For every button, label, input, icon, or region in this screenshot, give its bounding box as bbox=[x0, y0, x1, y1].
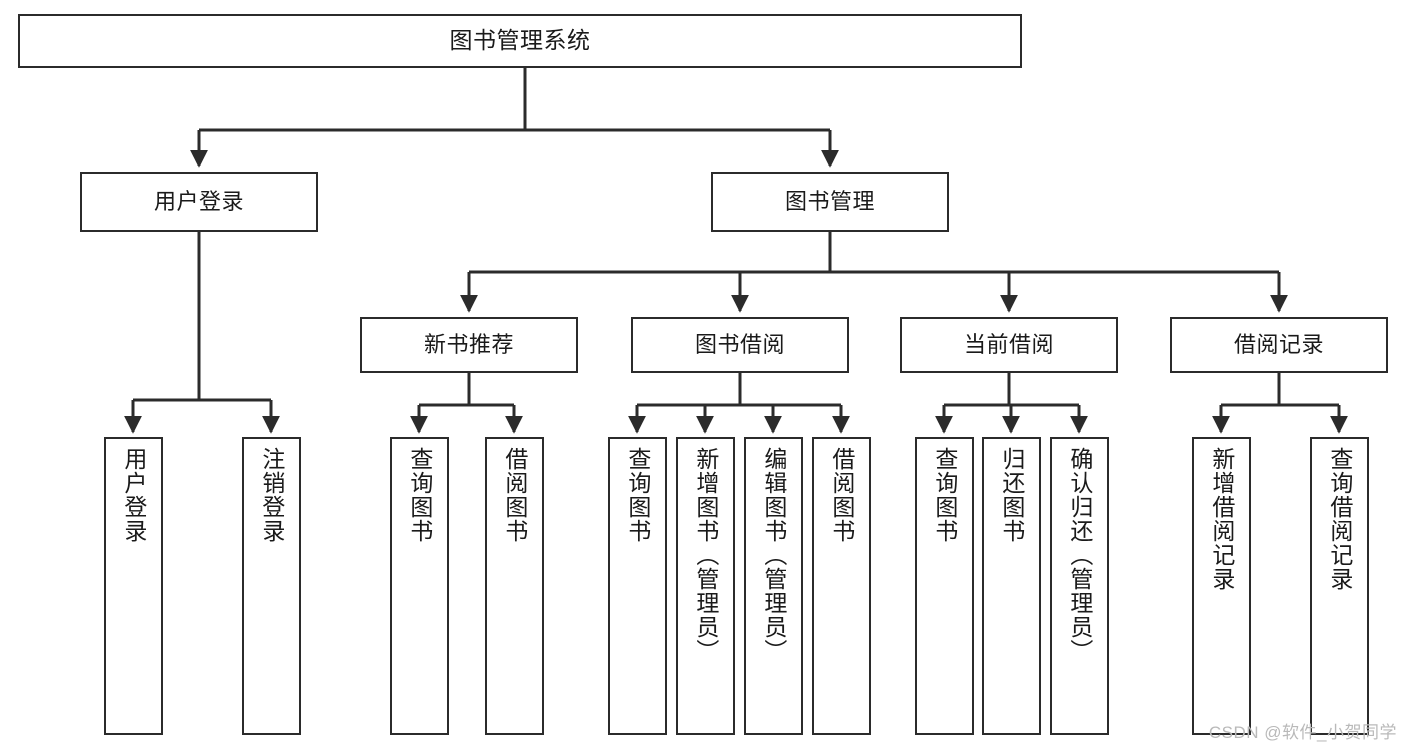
leaf-add-book-admin[interactable]: 新增图书（管理员） bbox=[676, 437, 735, 735]
node-user-login[interactable]: 用户登录 bbox=[80, 172, 318, 232]
node-book-borrow[interactable]: 图书借阅 bbox=[631, 317, 849, 373]
node-label: 确认归还（管理员） bbox=[1066, 447, 1093, 663]
node-label: 用户登录 bbox=[153, 188, 244, 214]
node-borrow-record[interactable]: 借阅记录 bbox=[1170, 317, 1388, 373]
node-label: 图书管理 bbox=[784, 188, 875, 214]
node-label: 图书借阅 bbox=[694, 331, 785, 357]
leaf-confirm-return-admin[interactable]: 确认归还（管理员） bbox=[1050, 437, 1109, 735]
node-label: 借阅图书 bbox=[501, 447, 528, 543]
leaf-query-book-recommend[interactable]: 查询图书 bbox=[390, 437, 449, 735]
node-label: 用户登录 bbox=[120, 447, 147, 543]
leaf-borrow-book[interactable]: 借阅图书 bbox=[812, 437, 871, 735]
node-label: 归还图书 bbox=[998, 447, 1025, 543]
node-label: 查询图书 bbox=[931, 447, 958, 543]
node-root-book-management-system[interactable]: 图书管理系统 bbox=[18, 14, 1022, 68]
leaf-query-borrow-record[interactable]: 查询借阅记录 bbox=[1310, 437, 1369, 735]
node-label: 查询借阅记录 bbox=[1326, 447, 1353, 591]
leaf-edit-book-admin[interactable]: 编辑图书（管理员） bbox=[744, 437, 803, 735]
node-label: 查询图书 bbox=[406, 447, 433, 543]
leaf-return-book[interactable]: 归还图书 bbox=[982, 437, 1041, 735]
node-label: 编辑图书（管理员） bbox=[760, 447, 787, 663]
leaf-query-book-borrow[interactable]: 查询图书 bbox=[608, 437, 667, 735]
leaf-add-borrow-record[interactable]: 新增借阅记录 bbox=[1192, 437, 1251, 735]
node-book-management[interactable]: 图书管理 bbox=[711, 172, 949, 232]
leaf-user-login[interactable]: 用户登录 bbox=[104, 437, 163, 735]
node-label: 新增借阅记录 bbox=[1208, 447, 1235, 591]
node-label: 新书推荐 bbox=[423, 331, 514, 357]
node-label: 借阅记录 bbox=[1233, 331, 1324, 357]
node-label: 查询图书 bbox=[624, 447, 651, 543]
leaf-user-logout[interactable]: 注销登录 bbox=[242, 437, 301, 735]
leaf-query-book-current[interactable]: 查询图书 bbox=[915, 437, 974, 735]
node-label: 注销登录 bbox=[258, 447, 285, 543]
node-current-borrow[interactable]: 当前借阅 bbox=[900, 317, 1118, 373]
leaf-borrow-book-recommend[interactable]: 借阅图书 bbox=[485, 437, 544, 735]
node-label: 图书管理系统 bbox=[449, 27, 591, 54]
node-new-book-recommend[interactable]: 新书推荐 bbox=[360, 317, 578, 373]
watermark: CSDN @软件_小贺同学 bbox=[1208, 723, 1397, 742]
node-label: 当前借阅 bbox=[963, 331, 1054, 357]
node-label: 新增图书（管理员） bbox=[692, 447, 719, 663]
node-label: 借阅图书 bbox=[828, 447, 855, 543]
